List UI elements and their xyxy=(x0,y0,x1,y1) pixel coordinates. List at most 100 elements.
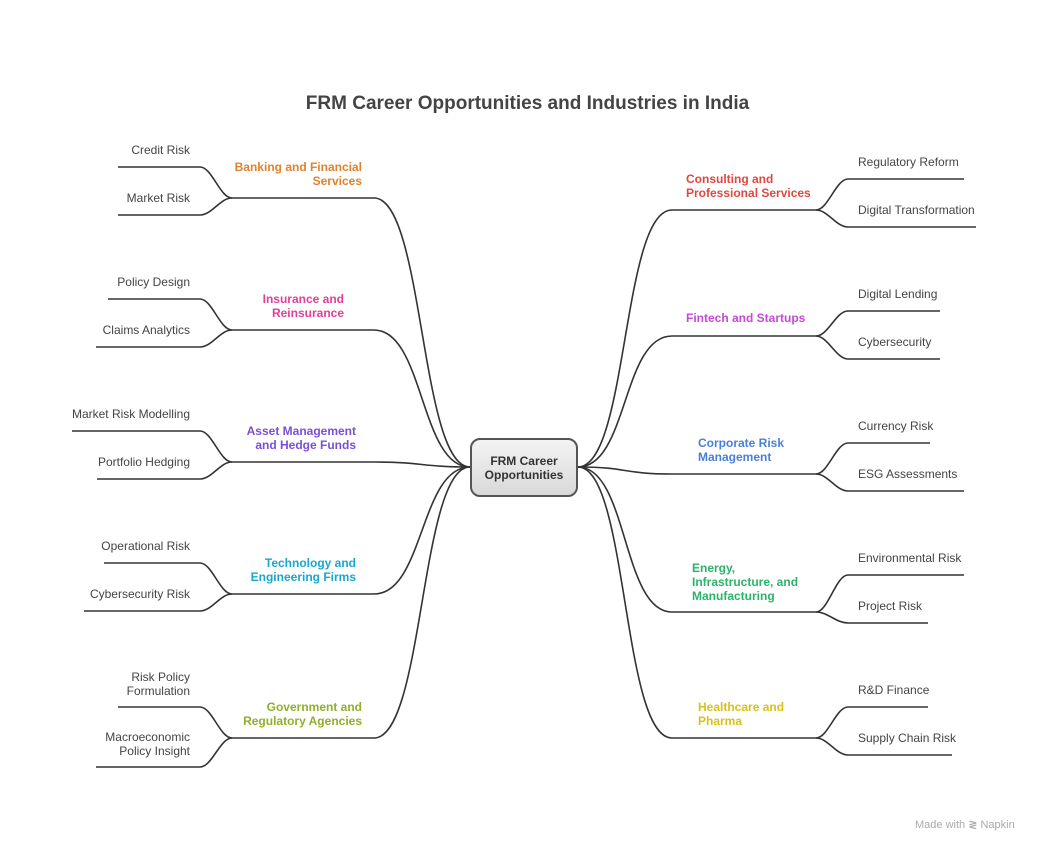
leaf-label: Policy Design xyxy=(117,275,190,289)
leaf-label-line: Cybersecurity xyxy=(858,335,932,349)
leaf-label: Project Risk xyxy=(858,599,922,613)
leaf-connector xyxy=(108,298,233,331)
leaf-label-line: Cybersecurity Risk xyxy=(89,587,190,601)
leaf-label: Market Risk Modelling xyxy=(72,407,190,421)
leaf-connector xyxy=(815,611,928,624)
branch-label: Fintech and Startups xyxy=(686,311,805,325)
leaf-label-line: Market Risk xyxy=(126,191,190,205)
leaf-label: Environmental Risk xyxy=(858,551,961,565)
leaf-connector xyxy=(118,706,233,739)
leaf-label: Supply Chain Risk xyxy=(858,731,956,745)
leaf-connector xyxy=(815,737,952,756)
branch-label-line: Banking and Financial xyxy=(234,160,362,174)
branch-connector xyxy=(232,466,471,595)
branch-label-line: Professional Services xyxy=(686,186,811,200)
leaf-label-line: Project Risk xyxy=(858,599,923,613)
leaf-connector xyxy=(815,209,976,228)
branch-connector xyxy=(577,466,816,613)
branch-connector xyxy=(577,466,816,475)
napkin-brand-label: Napkin xyxy=(980,819,1015,831)
leaf-label-line: Environmental Risk xyxy=(858,551,962,565)
branch-label-line: Reinsurance xyxy=(271,306,344,320)
leaf-connector xyxy=(815,178,964,211)
branch-label-line: Pharma xyxy=(698,714,743,728)
leaf-label: Portfolio Hedging xyxy=(98,455,190,469)
branch-connector xyxy=(232,461,471,468)
leaf-connector xyxy=(815,574,964,613)
branch-connector xyxy=(232,466,471,739)
leaf-label-line: Claims Analytics xyxy=(102,323,190,337)
diagram-title: FRM Career Opportunities and Industries … xyxy=(305,93,750,114)
leaf-connector xyxy=(84,593,233,612)
leaf-label: Cybersecurity xyxy=(858,335,931,349)
leaf-connector xyxy=(815,473,964,492)
leaf-label-line: Market Risk Modelling xyxy=(71,407,190,421)
branch-label-line: Infrastructure, and xyxy=(692,575,799,589)
leaf-connector xyxy=(72,430,233,463)
branch-label-line: Manufacturing xyxy=(692,589,775,603)
branch-label-line: Consulting and xyxy=(686,172,774,186)
leaf-label: Currency Risk xyxy=(858,419,933,433)
leaf-label-line: Portfolio Hedging xyxy=(97,455,190,469)
branch-connector xyxy=(232,329,471,468)
branch-connector xyxy=(577,209,816,468)
branch-label-line: Asset Management xyxy=(246,424,356,438)
leaf-label-line: Risk Policy xyxy=(131,670,190,684)
leaf-connector xyxy=(96,737,233,768)
napkin-logo-icon: ≷ xyxy=(968,819,978,831)
leaf-label-line: Formulation xyxy=(126,684,190,698)
leaf-label-line: ESG Assessments xyxy=(858,467,958,481)
branch-connector xyxy=(577,466,816,739)
branch-label-line: Government and xyxy=(266,700,362,714)
center-node-line: FRM Career xyxy=(490,453,558,468)
made-with-napkin: Made with ≷ Napkin xyxy=(915,818,1015,831)
leaf-connector xyxy=(118,166,233,199)
branch-connector xyxy=(577,335,816,468)
leaf-connector xyxy=(815,310,940,337)
center-node-line: Opportunities xyxy=(484,467,564,482)
leaf-connector xyxy=(815,706,928,739)
branch-label-line: Technology and xyxy=(264,556,356,570)
leaf-connector xyxy=(118,197,233,216)
leaf-label: Operational Risk xyxy=(101,539,190,553)
center-node: FRM Career Opportunities xyxy=(470,438,578,497)
branch-label-line: Services xyxy=(312,174,362,188)
leaf-label-line: Currency Risk xyxy=(858,419,934,433)
leaf-label: Claims Analytics xyxy=(103,323,190,337)
leaf-label: Cybersecurity Risk xyxy=(90,587,190,601)
branch-label-line: Engineering Firms xyxy=(250,570,356,584)
leaf-label-line: Regulatory Reform xyxy=(858,155,959,169)
leaf-label-line: R&D Finance xyxy=(858,683,930,697)
leaf-label-line: Policy Insight xyxy=(119,744,190,758)
leaf-label: Regulatory Reform xyxy=(858,155,959,169)
leaf-connector xyxy=(97,461,233,480)
branch-label-line: Corporate Risk xyxy=(698,436,785,450)
branch-label-line: Regulatory Agencies xyxy=(243,714,362,728)
branch-label-line: Management xyxy=(698,450,772,464)
leaf-label-line: Credit Risk xyxy=(131,143,190,157)
leaf-connector xyxy=(815,442,930,475)
branch-connector xyxy=(232,197,471,468)
leaf-label: Credit Risk xyxy=(131,143,190,157)
leaf-connector xyxy=(815,335,940,360)
branch-label-line: and Hedge Funds xyxy=(255,438,356,452)
leaf-label-line: Macroeconomic xyxy=(105,730,190,744)
leaf-label: R&D Finance xyxy=(858,683,929,697)
leaf-label-line: Policy Design xyxy=(117,275,190,289)
branch-label-line: Energy, xyxy=(692,561,736,575)
made-with-label: Made with xyxy=(915,819,966,831)
branch-label-line: Fintech and Startups xyxy=(686,311,806,325)
leaf-connector xyxy=(96,329,233,348)
